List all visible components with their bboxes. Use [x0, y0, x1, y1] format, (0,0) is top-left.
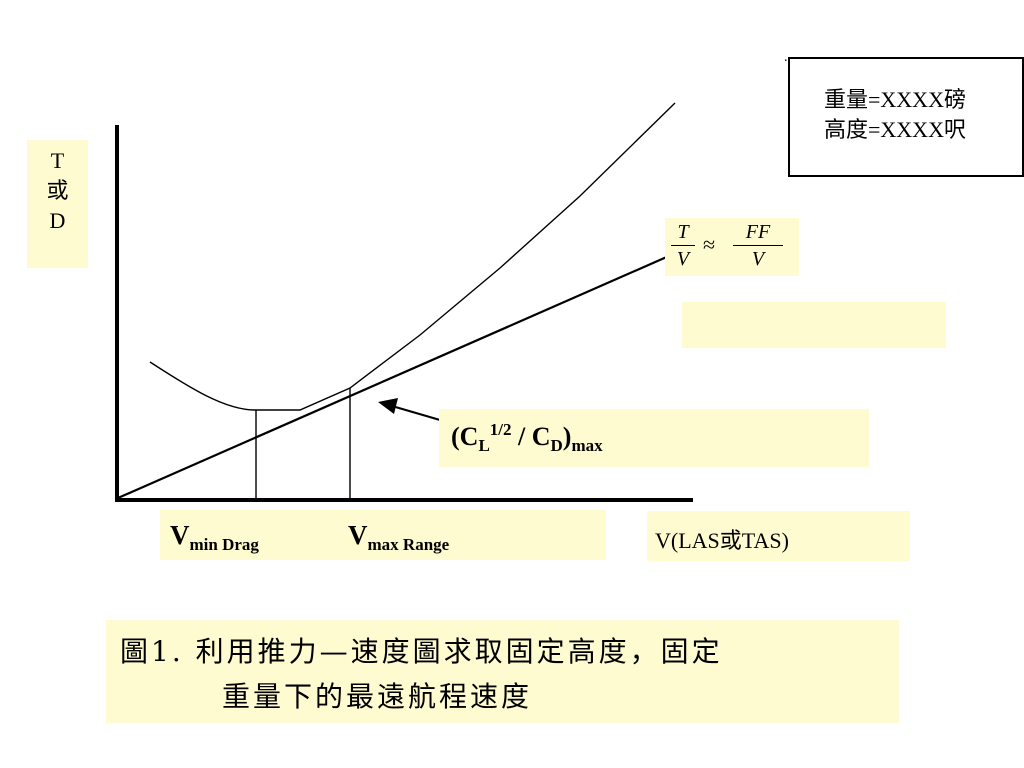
y-axis-label-d: D — [49, 208, 66, 233]
y-axis-label-box: T 或 D — [27, 140, 88, 268]
formula-t: T — [677, 221, 689, 243]
ratio-sub-max: max — [571, 436, 603, 455]
formula-v2: V — [751, 248, 765, 270]
fraction-bar — [671, 245, 695, 246]
caption-line-2: 重量下的最遠航程速度 — [222, 680, 533, 713]
pointer-arrow — [391, 405, 441, 421]
vmax-sub: max Range — [367, 535, 450, 554]
vmax-range-label: Vmax Range — [348, 520, 449, 555]
fuel-flow-formula: T V ≈ FF V — [665, 218, 799, 276]
altitude-text: 高度=XXXX呎 — [824, 117, 966, 142]
figure-caption-box: 圖1. 利用推力—速度圖求取固定高度，固定 重量下的最遠航程速度 — [106, 620, 899, 723]
lift-drag-ratio-label: (CL1/2 / CD)max — [451, 420, 603, 456]
vmin-sub: min Drag — [189, 535, 259, 554]
fraction-bar — [733, 245, 783, 246]
formula-ff: FF — [745, 221, 771, 243]
blank-highlight-box — [682, 302, 946, 348]
speeds-label-box: Vmin Drag Vmax Range — [160, 510, 606, 560]
ratio-mid: / C — [511, 422, 551, 451]
ratio-open: (C — [451, 422, 479, 451]
caption-line-1: 圖1. 利用推力—速度圖求取固定高度，固定 — [120, 635, 723, 668]
x-axis-label: V(LAS或TAS) — [655, 528, 789, 553]
formula-v: V — [676, 248, 690, 270]
ratio-sup-half: 1/2 — [489, 420, 512, 439]
thrust-over-velocity: T V — [671, 221, 695, 270]
weight-altitude-box: . 重量=XXXX磅 高度=XXXX呎 — [784, 51, 1024, 177]
y-axis-label-or: 或 — [46, 178, 69, 203]
ratio-sub-l: L — [478, 436, 490, 455]
corner-mark: . — [784, 50, 788, 65]
x-axis-label-box: V(LAS或TAS) — [647, 511, 910, 561]
fuelflow-over-velocity: FF V — [733, 221, 783, 270]
vmin-drag-label: Vmin Drag — [170, 520, 259, 555]
pointer-arrowhead — [378, 398, 398, 414]
y-axis-label-t: T — [50, 148, 65, 173]
ratio-sub-d: D — [550, 436, 563, 455]
drag-curve — [149, 102, 676, 411]
approx-symbol: ≈ — [703, 232, 716, 257]
vmax-main: V — [348, 520, 368, 550]
weight-text: 重量=XXXX磅 — [824, 87, 966, 112]
ratio-close: ) — [562, 422, 572, 451]
tangent-line — [117, 250, 679, 500]
lift-drag-ratio-box: (CL1/2 / CD)max — [439, 409, 869, 467]
vmin-main: V — [170, 520, 190, 550]
